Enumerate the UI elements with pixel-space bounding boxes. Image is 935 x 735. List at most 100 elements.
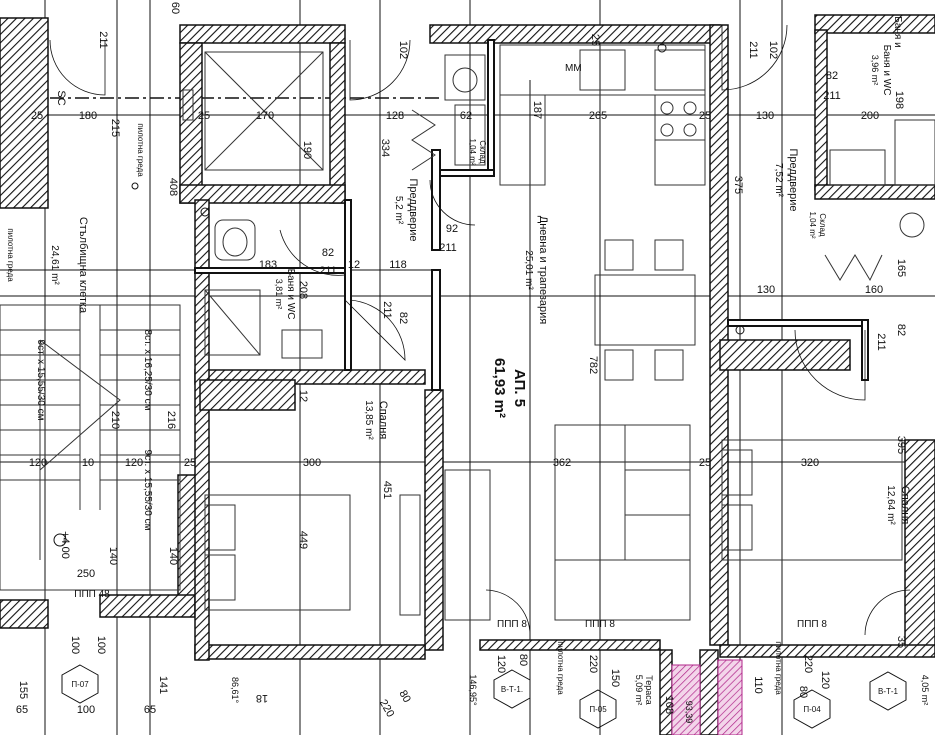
stairs-icon bbox=[0, 304, 181, 591]
svg-text:198: 198 bbox=[893, 91, 905, 109]
svg-text:408: 408 bbox=[167, 178, 179, 196]
ppp-48: ППП 48 bbox=[74, 589, 110, 600]
svg-text:395: 395 bbox=[895, 436, 907, 454]
svg-text:334: 334 bbox=[379, 139, 391, 157]
svg-text:140: 140 bbox=[167, 547, 179, 565]
room-area-storage-left: 1,04 m² bbox=[468, 138, 477, 165]
svg-text:100: 100 bbox=[69, 636, 81, 654]
room-name-living: Дневна и трапезария bbox=[537, 216, 549, 324]
svg-text:362: 362 bbox=[553, 457, 571, 469]
svg-text:10: 10 bbox=[82, 457, 94, 469]
svg-text:120: 120 bbox=[819, 671, 831, 689]
angle-2: 146,95° bbox=[468, 674, 478, 706]
terrace-hatch-2 bbox=[717, 659, 743, 735]
svg-text:25: 25 bbox=[699, 110, 711, 122]
svg-text:216: 216 bbox=[165, 411, 177, 429]
level-marker bbox=[53, 533, 67, 547]
folding-door-right bbox=[824, 254, 883, 282]
shaft-label-4: пилотна греда bbox=[774, 641, 783, 695]
svg-text:65: 65 bbox=[16, 704, 28, 716]
door-swings bbox=[49, 24, 911, 636]
svg-text:100: 100 bbox=[95, 636, 107, 654]
room-area-stairwell: 24,61 m² bbox=[49, 245, 60, 285]
elevator-icon bbox=[182, 51, 324, 171]
svg-text:449: 449 bbox=[297, 531, 309, 549]
svg-text:180: 180 bbox=[79, 110, 97, 122]
svg-text:25: 25 bbox=[699, 457, 711, 469]
svg-text:170: 170 bbox=[256, 110, 274, 122]
partitions bbox=[194, 39, 869, 391]
svg-text:35: 35 bbox=[895, 636, 907, 648]
p07-label: П-07 bbox=[71, 680, 89, 689]
svg-text:25: 25 bbox=[31, 110, 43, 122]
pipe-marker bbox=[200, 207, 210, 217]
bt1-label: В-Т-1. bbox=[501, 685, 523, 694]
tag-p05 bbox=[579, 689, 617, 729]
room-name-storage-right: Склад bbox=[818, 213, 827, 236]
svg-text:120: 120 bbox=[125, 457, 143, 469]
room-name-bedroom-right: Спалня bbox=[899, 486, 911, 525]
svg-text:120: 120 bbox=[495, 655, 507, 673]
svg-text:208: 208 bbox=[297, 281, 309, 299]
svg-text:150: 150 bbox=[609, 669, 621, 687]
svg-text:108: 108 bbox=[663, 696, 675, 714]
svg-text:92: 92 bbox=[446, 223, 458, 235]
p04-label: П-04 bbox=[803, 705, 821, 714]
wardrobe bbox=[444, 469, 491, 621]
svg-text:120: 120 bbox=[29, 457, 47, 469]
svg-text:183: 183 bbox=[259, 259, 277, 271]
svg-text:210: 210 bbox=[109, 411, 121, 429]
ppp-8-right: ППП 8 bbox=[797, 619, 827, 630]
svg-text:190: 190 bbox=[301, 141, 313, 159]
tag-p07 bbox=[61, 664, 99, 704]
svg-text:211: 211 bbox=[439, 242, 457, 254]
room-area-hall-right: 7,52 m² bbox=[773, 163, 784, 198]
room-name-stairwell: Стълбищна клетка bbox=[77, 217, 89, 314]
svg-text:80: 80 bbox=[797, 686, 809, 698]
ppp-8-mid: ППП 8 bbox=[585, 619, 615, 630]
sofa bbox=[554, 424, 691, 621]
pipe-marker-3 bbox=[735, 325, 745, 335]
stair-run-3: 9ст. х 15,55/30 см bbox=[142, 450, 153, 531]
svg-text:60: 60 bbox=[169, 2, 181, 14]
room-area-bath-right: 3,96 m² bbox=[870, 55, 880, 86]
sc-label: SC bbox=[55, 90, 67, 105]
svg-text:93,39: 93,39 bbox=[684, 701, 694, 724]
pipe-marker-2 bbox=[657, 43, 667, 53]
angle-1: 86,61° bbox=[230, 677, 240, 704]
svg-text:375: 375 bbox=[732, 176, 744, 194]
svg-text:128: 128 bbox=[386, 110, 404, 122]
room-area-hall-left: 5,2 m² bbox=[393, 196, 404, 225]
shaft-label-3: пилотна греда bbox=[556, 641, 565, 695]
svg-text:211: 211 bbox=[747, 41, 759, 59]
svg-text:102: 102 bbox=[767, 41, 779, 59]
room-area-bath: 3,81 m² bbox=[274, 279, 284, 310]
svg-text:130: 130 bbox=[756, 110, 774, 122]
svg-text:82: 82 bbox=[322, 247, 334, 259]
bath-fixtures bbox=[204, 54, 486, 359]
room-name-hall-left: Преддверие bbox=[407, 179, 419, 242]
svg-text:782: 782 bbox=[587, 356, 599, 374]
room-name-hall-right: Преддверие bbox=[787, 149, 799, 212]
stair-level: +4.00 bbox=[59, 531, 71, 559]
svg-text:80: 80 bbox=[517, 654, 529, 666]
room-name-bedroom-left: Спалня bbox=[377, 401, 389, 440]
svg-text:82: 82 bbox=[397, 312, 409, 324]
shaft-label-2: пилотна греда bbox=[6, 228, 15, 282]
svg-text:451: 451 bbox=[381, 481, 393, 499]
svg-text:100: 100 bbox=[77, 704, 95, 716]
svg-text:320: 320 bbox=[801, 457, 819, 469]
svg-text:25: 25 bbox=[589, 34, 601, 46]
svg-text:12: 12 bbox=[348, 259, 360, 271]
svg-text:211: 211 bbox=[381, 301, 393, 319]
svg-text:62: 62 bbox=[460, 110, 472, 122]
kitchen bbox=[499, 44, 706, 186]
svg-text:110: 110 bbox=[752, 676, 764, 694]
svg-text:80: 80 bbox=[396, 688, 413, 705]
svg-text:130: 130 bbox=[757, 284, 775, 296]
tv-unit bbox=[399, 494, 421, 616]
p05-label: П-05 bbox=[589, 705, 607, 714]
svg-text:12: 12 bbox=[297, 390, 309, 402]
svg-text:250: 250 bbox=[77, 568, 95, 580]
